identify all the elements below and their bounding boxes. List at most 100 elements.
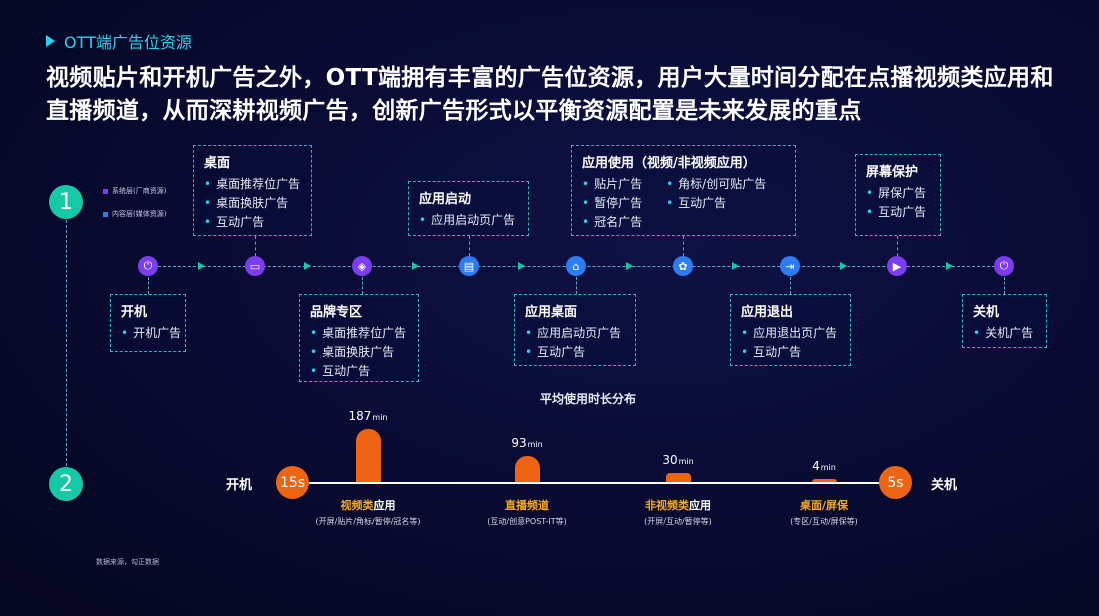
- box-screensaver: 屏幕保护 屏保广告 互动广告: [855, 154, 941, 236]
- box-item: 角标/创可贴广告: [666, 175, 766, 194]
- apps-icon: ✿: [673, 256, 693, 276]
- category-sub-non-video-apps: (开屏/互动/暂停等): [644, 517, 712, 526]
- box-item: 桌面推荐位广告: [204, 175, 301, 194]
- legend: 系统层(厂商资源) 内容层(媒体资源): [103, 186, 166, 219]
- home-icon: ⌂: [566, 256, 586, 276]
- value-unit: min: [527, 440, 543, 449]
- box-app-launch: 应用启动 应用启动页广告: [408, 181, 529, 236]
- connector: [790, 277, 791, 294]
- triangle-icon: [46, 35, 55, 47]
- box-item: 互动广告: [525, 343, 625, 362]
- box-item: 互动广告: [204, 213, 301, 232]
- box-title: 应用桌面: [525, 305, 578, 320]
- chart-title: 平均使用时长分布: [540, 392, 637, 406]
- bar-value-label: 4min: [794, 459, 854, 473]
- box-title: 桌面: [204, 156, 231, 171]
- connector: [362, 277, 363, 294]
- bar-value-label: 93min: [497, 436, 557, 450]
- category-label-desktop-screensaver: 桌面/屏保: [799, 499, 849, 512]
- bar-live-channels: [514, 456, 540, 482]
- arrow-icon: [198, 262, 205, 270]
- box-item: 屏保广告: [866, 184, 930, 203]
- box-item: 互动广告: [310, 362, 408, 381]
- value-number: 4: [812, 459, 820, 473]
- box-item: 暂停广告: [582, 194, 642, 213]
- box-item: 互动广告: [866, 203, 930, 222]
- legend-item-system: 系统层(厂商资源): [103, 186, 166, 196]
- box-title: 应用启动: [419, 192, 472, 207]
- box-item: 贴片广告: [582, 175, 642, 194]
- source-note: 数据来源，勾正数据: [96, 558, 159, 566]
- bar-video-apps: [355, 429, 381, 482]
- connector: [683, 236, 684, 256]
- box-item: 桌面换肤广告: [310, 343, 408, 362]
- value-number: 93: [511, 436, 527, 450]
- category-sub-desktop-screensaver: (专区/互动/屏保等): [790, 517, 858, 526]
- value-unit: min: [372, 413, 388, 422]
- value-number: 187: [348, 409, 372, 423]
- arrow-icon: [412, 262, 419, 270]
- connector: [1004, 277, 1005, 294]
- box-app-desktop: 应用桌面 应用启动页广告 互动广告: [514, 294, 636, 366]
- connector: [576, 277, 577, 294]
- step-number-2: 2: [49, 467, 83, 501]
- exit-icon: ⇥: [780, 256, 800, 276]
- section-tag: OTT端广告位资源: [46, 29, 192, 53]
- bar-value-label: 30min: [648, 453, 708, 467]
- box-app-exit: 应用退出 应用退出页广告 互动广告: [730, 294, 851, 366]
- box-item: 冠名广告: [582, 213, 642, 232]
- legend-label: 系统层(厂商资源): [112, 187, 167, 195]
- connector: [148, 277, 149, 294]
- arrow-icon: [732, 262, 739, 270]
- box-columns: 贴片广告 暂停广告 冠名广告 角标/创可贴广告 互动广告: [582, 175, 785, 232]
- legend-label: 内容层(媒体资源): [112, 210, 167, 218]
- arrow-icon: [626, 262, 633, 270]
- power-icon: ⏻: [138, 256, 158, 276]
- box-title: 开机: [121, 305, 148, 320]
- power-icon: ⏻: [994, 256, 1014, 276]
- start-time-marker: 15s: [276, 466, 309, 499]
- box-column-1: 贴片广告 暂停广告 冠名广告: [582, 175, 642, 232]
- section-title: OTT端广告位资源: [64, 33, 192, 52]
- box-item: 关机广告: [973, 324, 1036, 343]
- connector: [255, 236, 256, 256]
- arrow-icon: [946, 262, 953, 270]
- arrow-icon: [304, 262, 311, 270]
- bar-non-video-apps: [665, 473, 691, 482]
- step-number-1: 1: [49, 185, 83, 219]
- box-item: 互动广告: [666, 194, 766, 213]
- box-title: 品牌专区: [310, 305, 363, 320]
- box-item: 应用启动页广告: [419, 211, 518, 230]
- value-number: 30: [662, 453, 678, 467]
- legend-item-content: 内容层(媒体资源): [103, 209, 166, 219]
- box-item: 开机广告: [121, 324, 181, 343]
- document-icon: ▤: [459, 256, 479, 276]
- monitor-icon: ▭: [245, 256, 265, 276]
- arrow-icon: [518, 262, 525, 270]
- connector: [469, 236, 470, 256]
- legend-swatch-purple: [103, 188, 108, 194]
- bar-value-label: 187min: [338, 409, 398, 423]
- bar-desktop-screensaver: [811, 479, 837, 482]
- arrow-icon: [840, 262, 847, 270]
- value-unit: min: [678, 457, 694, 466]
- play-pause-icon: ▶: [887, 256, 907, 276]
- tag-icon: ◈: [352, 256, 372, 276]
- box-brand-zone: 品牌专区 桌面推荐位广告 桌面换肤广告 互动广告: [299, 294, 419, 382]
- box-title: 应用退出: [741, 305, 794, 320]
- category-label-non-video-apps: 非视频类应用: [645, 499, 711, 512]
- box-item: 桌面推荐位广告: [310, 324, 408, 343]
- connector: [897, 236, 898, 256]
- box-app-usage: 应用使用（视频/非视频应用） 贴片广告 暂停广告 冠名广告 角标/创可贴广告 互…: [571, 145, 796, 236]
- box-title: 应用使用（视频/非视频应用）: [582, 156, 756, 171]
- category-sub-video-apps: (开屏/贴片/角标/暂停/冠名等): [315, 517, 421, 526]
- box-boot: 开机 开机广告: [110, 294, 186, 352]
- box-item: 应用启动页广告: [525, 324, 625, 343]
- legend-swatch-blue: [103, 211, 108, 217]
- box-title: 屏幕保护: [866, 165, 919, 180]
- box-title: 关机: [973, 305, 1000, 320]
- chart-baseline: [290, 482, 904, 484]
- category-sub-live-channels: (互动/创意POST-IT等): [487, 517, 567, 526]
- box-column-2: 角标/创可贴广告 互动广告: [666, 175, 766, 232]
- value-unit: min: [820, 463, 836, 472]
